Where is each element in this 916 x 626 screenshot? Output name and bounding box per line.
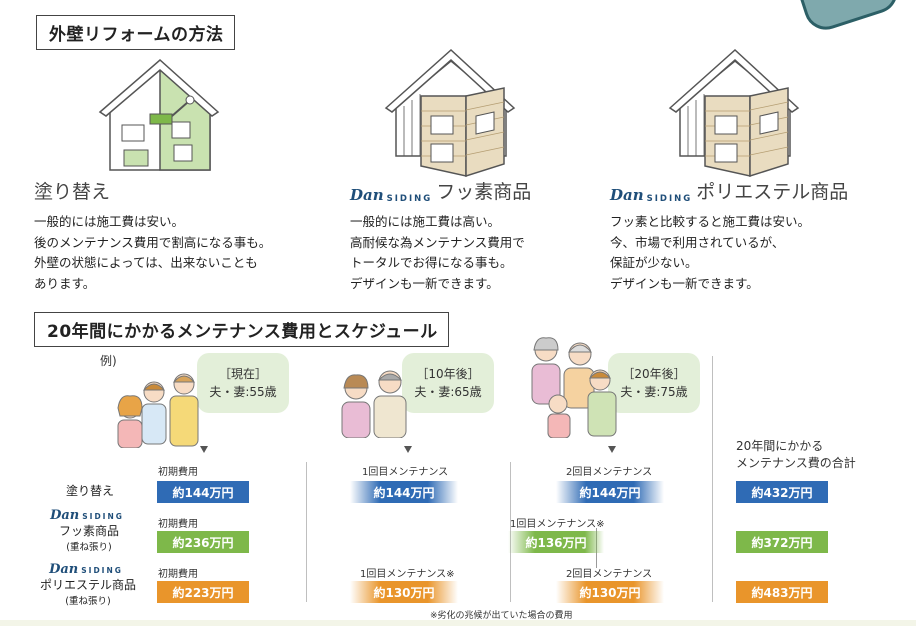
house-fluorine-siding-illustration	[384, 48, 516, 178]
method-description: 一般的には施工費は安い。後のメンテナンス費用で割高になる事も。 外壁の状態によっ…	[34, 214, 272, 291]
arrow-down-icon	[200, 446, 208, 453]
stage-bubble-10-years: ［10年後］夫・妻:65歳	[402, 353, 494, 413]
couple-10-years-illustration	[341, 370, 407, 438]
house-painting-illustration	[98, 59, 220, 171]
row-name-painting: 塗り替え	[65, 484, 114, 498]
maintenance-1-bar: 約144万円	[350, 481, 458, 503]
method-description: 一般的には施工費は高い。高耐候な為メンテナンス費用で トータルでお得になる事も。…	[350, 214, 525, 291]
arrow-down-icon	[404, 446, 412, 453]
family-20-years-illustration	[531, 337, 617, 438]
dan-siding-logo: Dan	[610, 186, 644, 204]
method-description: フッ素と比較すると施工費は安い。今、市場で利用されているが、 保証が少ない。デザ…	[610, 214, 811, 291]
total-cost-bar: 約432万円	[736, 481, 828, 503]
arrow-down-icon	[608, 446, 616, 453]
initial-cost-label: 初期費用	[158, 467, 198, 478]
dan-siding-logo: Dan	[350, 186, 384, 204]
column-divider	[306, 462, 307, 602]
maintenance-2-label: 2回目メンテナンス	[566, 467, 653, 478]
total-cost-bar: 約372万円	[736, 531, 828, 553]
dan-siding-logo: Dan	[50, 508, 80, 523]
maintenance-1-label: 1回目メンテナンス	[362, 467, 449, 478]
initial-cost-bar: 約236万円	[157, 531, 249, 553]
initial-cost-bar: 約144万円	[157, 481, 249, 503]
initial-cost-bar: 約223万円	[157, 581, 249, 603]
maintenance-1-bar: 約130万円	[350, 581, 458, 603]
method-name: 塗り替え	[34, 181, 111, 203]
dan-siding-logo: Dan	[49, 562, 79, 577]
footnote: ※劣化の兆候が出ていた場合の費用	[430, 611, 573, 621]
maintenance-2-bar: 約144万円	[556, 481, 664, 503]
method-painting: 塗り替え 一般的には施工費は安い。後のメンテナンス費用で割高になる事も。 外壁の…	[34, 176, 314, 294]
example-label: 例)	[100, 354, 117, 368]
couple-now-illustration	[117, 373, 199, 448]
column-divider	[712, 356, 713, 602]
initial-cost-label: 初期費用	[158, 519, 198, 530]
initial-cost-label: 初期費用	[158, 569, 198, 580]
stage-bubble-20-years: ［20年後］夫・妻:75歳	[608, 353, 700, 413]
maintenance-1-label: 1回目メンテナンス※	[510, 519, 605, 530]
corner-tab	[792, 0, 904, 36]
section-title-reform-methods: 外壁リフォームの方法	[36, 15, 235, 50]
maintenance-2-label: 2回目メンテナンス	[566, 569, 653, 580]
total-heading: 20年間にかかるメンテナンス費の合計	[736, 439, 856, 470]
total-cost-bar: 約483万円	[736, 581, 828, 603]
maintenance-2-bar: 約130万円	[556, 581, 664, 603]
house-polyester-siding-illustration	[668, 48, 800, 178]
bottom-strip	[0, 620, 916, 626]
stage-bubble-now: ［現在］夫・妻:55歳	[197, 353, 289, 413]
maintenance-1-bar: 約136万円	[508, 531, 604, 553]
section-title-maintenance-schedule: 20年間にかかるメンテナンス費用とスケジュール	[34, 312, 449, 347]
maintenance-1-label: 1回目メンテナンス※	[360, 569, 455, 580]
